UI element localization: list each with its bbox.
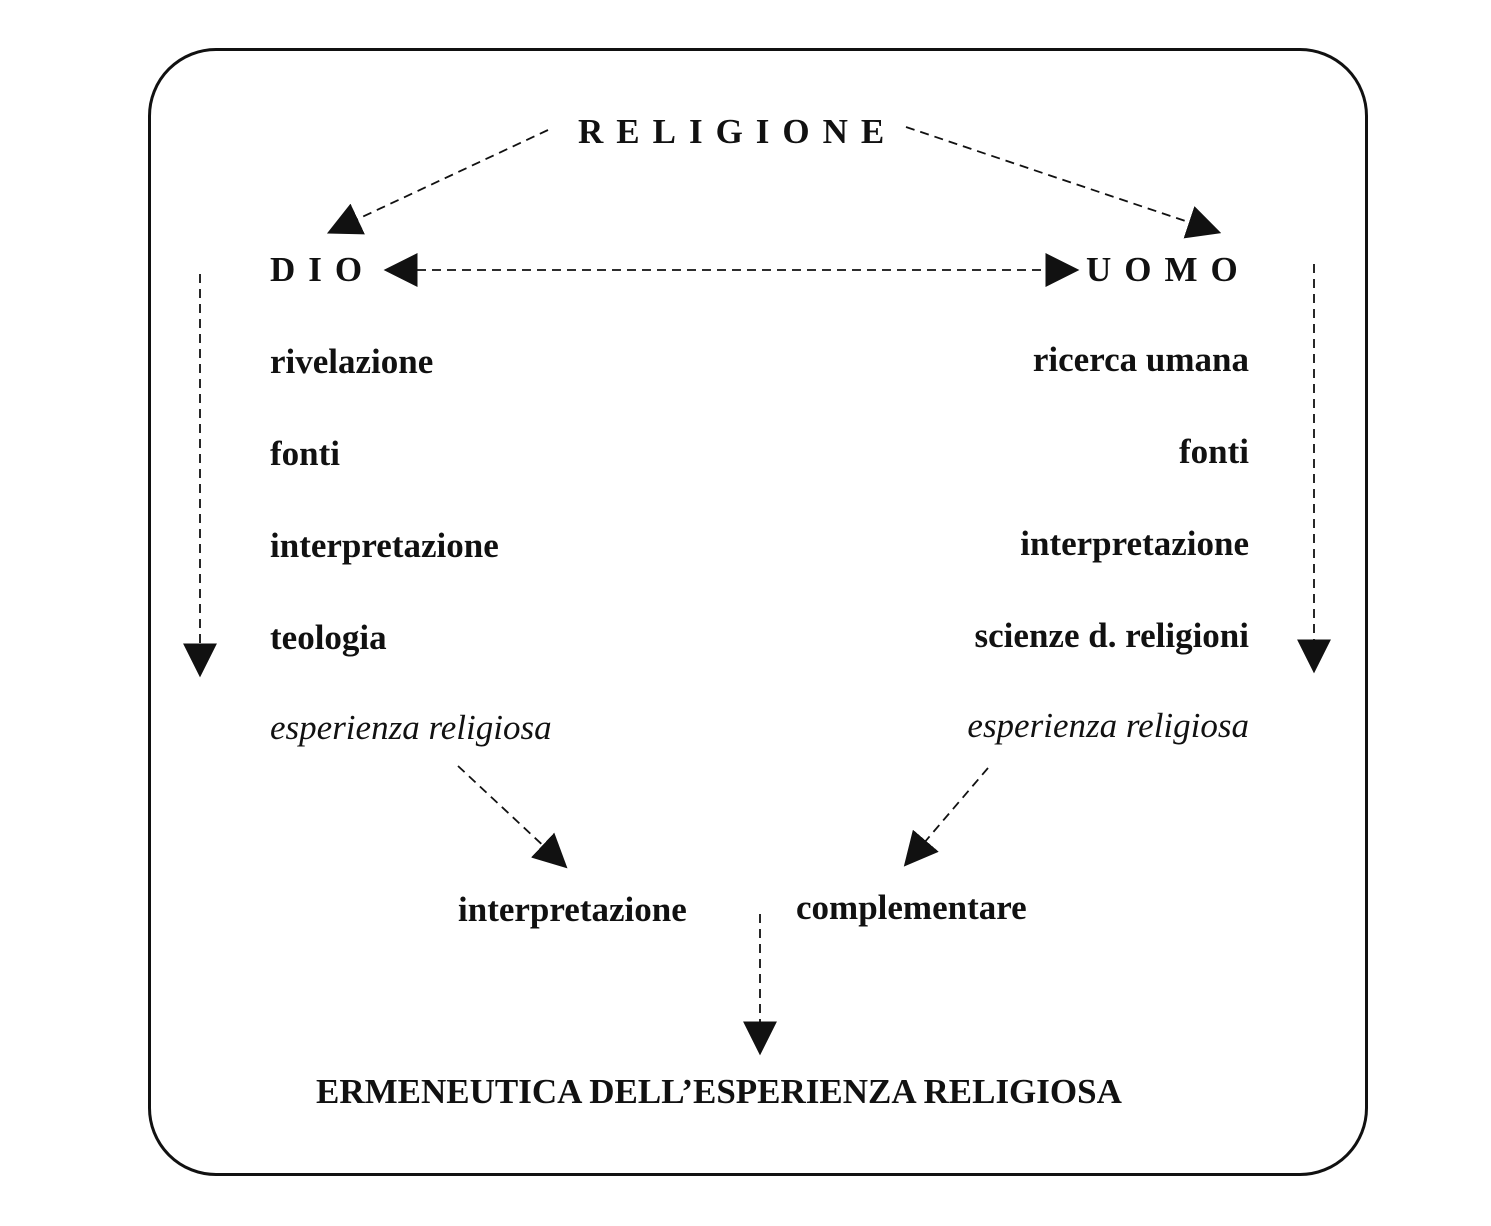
merge-right-complementare: complementare — [796, 888, 1027, 927]
title-religione: RELIGIONE — [578, 112, 898, 151]
diagram-frame — [148, 48, 1368, 1176]
left-item-interpretazione: interpretazione — [270, 526, 499, 565]
heading-uomo: UOMO — [1086, 250, 1251, 289]
right-item-fonti: fonti — [1179, 432, 1249, 471]
left-item-fonti: fonti — [270, 434, 340, 473]
right-item-ricerca-umana: ricerca umana — [1032, 340, 1249, 379]
right-item-scienze-religioni: scienze d. religioni — [974, 616, 1249, 655]
arrow-religione-to-uomo — [905, 126, 1222, 239]
arrow-left-experience-to-merge — [457, 765, 568, 869]
merge-left-interpretazione: interpretazione — [458, 890, 687, 929]
left-item-rivelazione: rivelazione — [270, 342, 434, 381]
arrow-religione-to-dio — [326, 129, 549, 235]
conclusion-ermeneutica: ERMENEUTICA DELL’ESPERIENZA RELIGIOSA — [316, 1072, 1122, 1111]
left-experience: esperienza religiosa — [270, 708, 552, 747]
left-item-teologia: teologia — [270, 618, 387, 657]
right-experience: esperienza religiosa — [967, 706, 1249, 745]
heading-dio: DIO — [270, 250, 376, 289]
right-item-interpretazione: interpretazione — [1020, 524, 1249, 563]
arrow-right-experience-to-merge — [903, 767, 989, 867]
